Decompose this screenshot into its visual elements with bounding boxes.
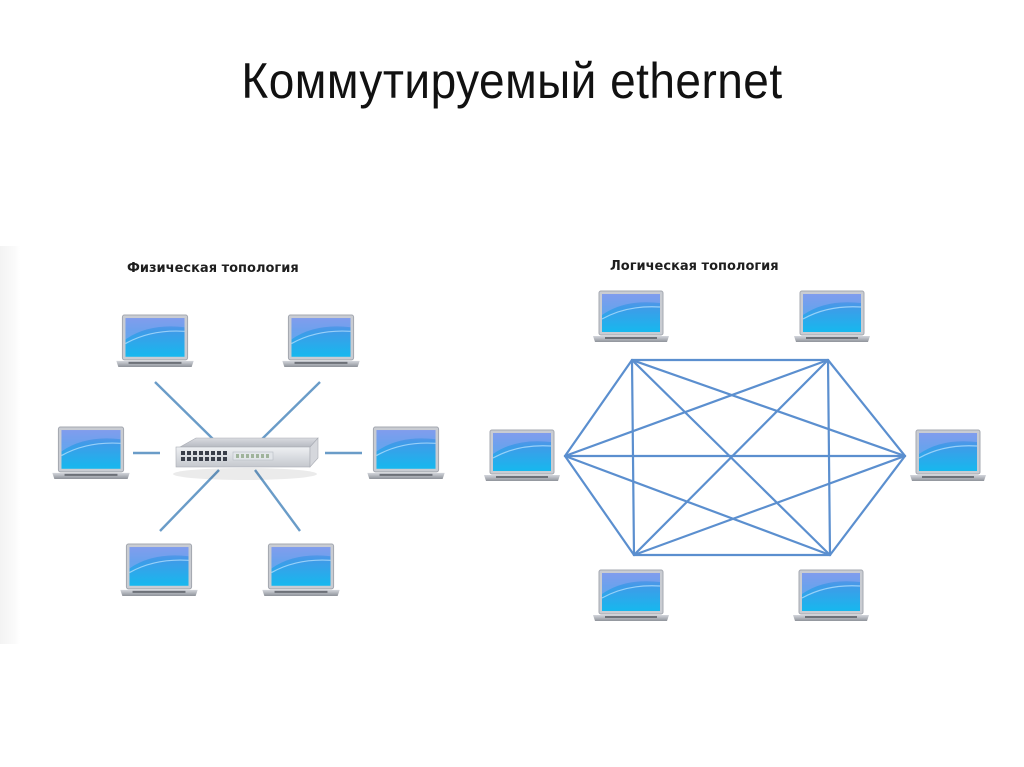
slide-title: Коммутируемый ethernet	[241, 53, 783, 109]
mesh-link	[630, 358, 907, 458]
laptop-icon	[793, 290, 871, 343]
mesh-link	[826, 358, 907, 458]
link-top-right	[259, 381, 321, 442]
physical-topology-title: Физическая топология	[127, 261, 299, 276]
physical-links	[133, 381, 362, 532]
laptop-icon	[909, 429, 987, 482]
left-edge-strip	[0, 246, 20, 644]
mesh-link	[828, 454, 907, 557]
mesh-link	[826, 358, 832, 557]
laptop-icon	[119, 543, 199, 597]
mesh-link	[632, 358, 830, 557]
laptop-icon	[483, 429, 561, 482]
mesh-link	[563, 358, 830, 458]
mesh-link	[563, 454, 636, 557]
link-bottom-right	[254, 469, 301, 532]
laptop-icon	[51, 426, 131, 480]
laptop-icon	[261, 543, 341, 597]
mesh-link	[630, 358, 636, 557]
laptop-icon	[792, 569, 870, 622]
mesh-link	[563, 358, 634, 458]
laptop-icon	[366, 426, 446, 480]
link-bottom-left	[159, 469, 220, 532]
logical-mesh-links	[563, 358, 907, 557]
mesh-link	[563, 454, 832, 557]
logical-topology-title: Логическая топология	[610, 259, 779, 274]
switch-icon	[173, 437, 319, 480]
mesh-link	[632, 454, 907, 557]
link-top-left	[154, 381, 216, 442]
laptop-icon	[592, 290, 670, 343]
laptop-icon	[281, 314, 361, 368]
laptop-icon	[115, 314, 195, 368]
laptop-icon	[592, 569, 670, 622]
